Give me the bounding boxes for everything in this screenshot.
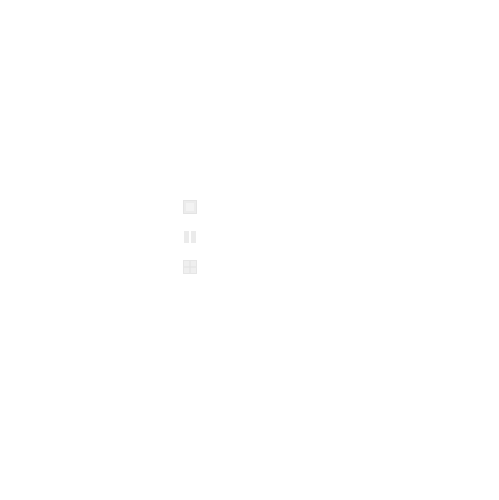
columns-icon bbox=[182, 229, 198, 245]
grid-icon bbox=[182, 259, 198, 275]
image-icon bbox=[182, 199, 198, 215]
option-footer bbox=[178, 282, 338, 306]
option-item-1[interactable] bbox=[178, 192, 338, 222]
option-item-3[interactable] bbox=[178, 252, 338, 282]
faded-option-list bbox=[178, 192, 338, 306]
option-item-2[interactable] bbox=[178, 222, 338, 252]
